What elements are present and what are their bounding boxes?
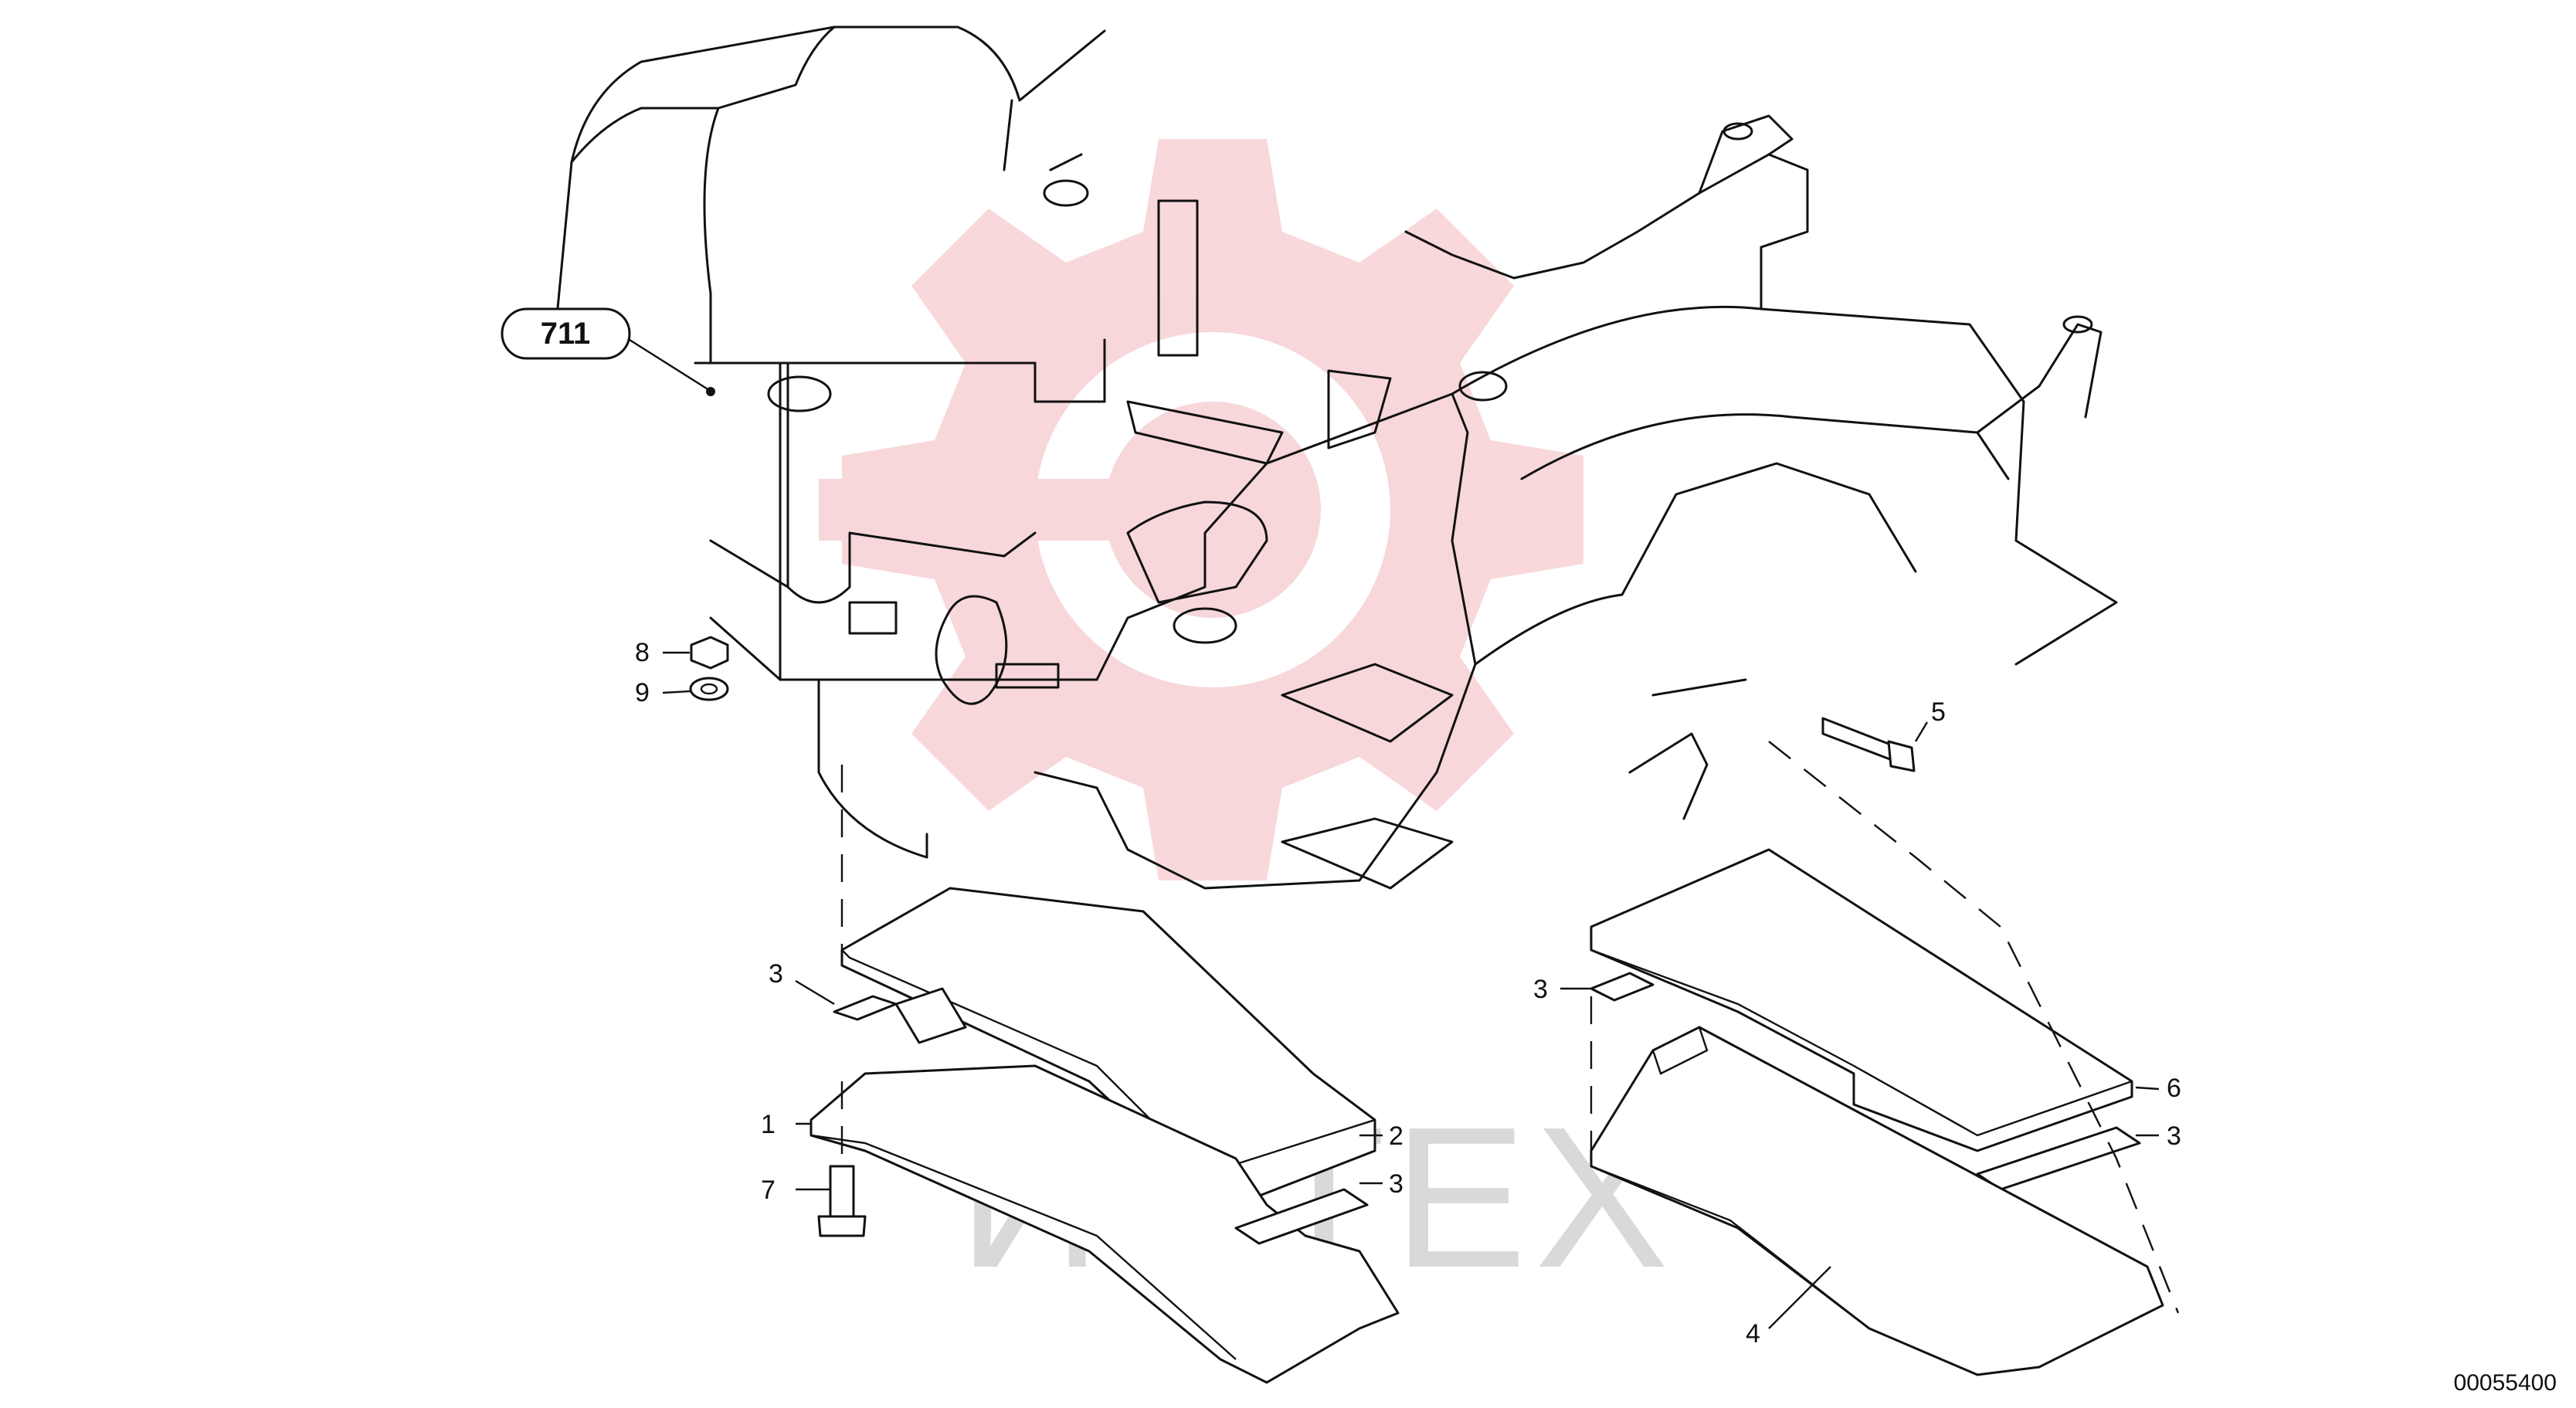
callout-1: 1 bbox=[761, 1110, 776, 1139]
cover-plate-5 bbox=[1590, 848, 2133, 1152]
bottom-plate-4 bbox=[1590, 1026, 2164, 1376]
document-number: 00055400 bbox=[2454, 1370, 2557, 1396]
svg-text:711: 711 bbox=[541, 317, 591, 351]
assembly-reference-label: 711 bbox=[501, 307, 715, 396]
callout-8: 8 bbox=[635, 638, 650, 667]
callout-3-lower-right: 3 bbox=[2167, 1121, 2181, 1151]
screw-7 bbox=[817, 1165, 867, 1237]
nut-8 bbox=[690, 636, 729, 670]
bolt-6 bbox=[1821, 717, 1916, 772]
main-frame-body bbox=[555, 25, 2118, 890]
callout-9: 9 bbox=[635, 678, 650, 707]
callout-2: 2 bbox=[1389, 1121, 1403, 1151]
pad-3c bbox=[1590, 972, 1655, 1002]
assembly-line-right bbox=[1768, 741, 2180, 1314]
watermark-gear-logo bbox=[819, 139, 1583, 880]
callout-3-lower-left: 3 bbox=[1389, 1169, 1403, 1199]
pad-3a bbox=[833, 987, 967, 1044]
callout-5: 6 bbox=[2167, 1074, 2181, 1103]
cover-plate-2 bbox=[840, 887, 1376, 1206]
callout-6: 5 bbox=[1931, 697, 1946, 727]
bottom-plate-1 bbox=[809, 1064, 1400, 1384]
callout-3-upper-left: 3 bbox=[769, 959, 783, 989]
callout-4: 4 bbox=[1746, 1319, 1760, 1349]
pad-3b bbox=[1234, 1188, 1369, 1245]
callout-7: 7 bbox=[761, 1176, 776, 1205]
callout-3-upper-right: 3 bbox=[1533, 975, 1548, 1004]
washer-9 bbox=[689, 677, 729, 701]
callout-leaders bbox=[662, 651, 2160, 1329]
